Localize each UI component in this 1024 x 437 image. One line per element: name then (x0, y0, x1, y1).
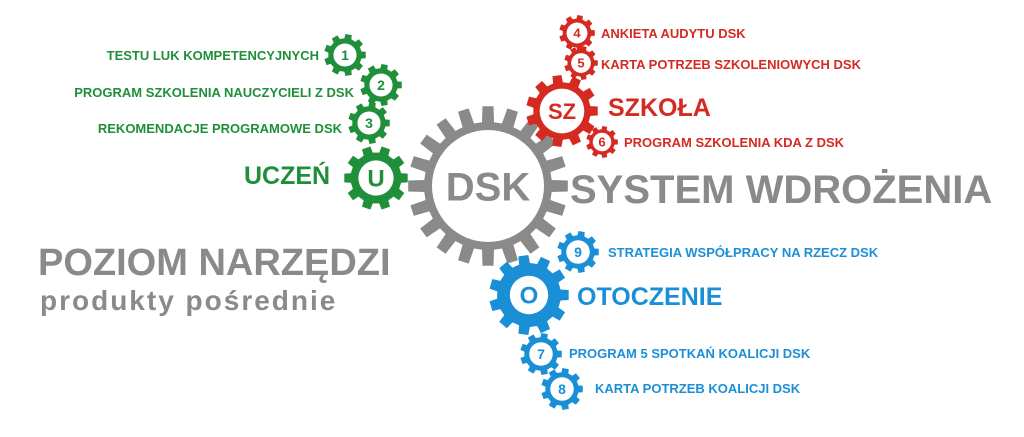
uczen-gear-3: 3 (348, 102, 390, 144)
szkola-gear-4: 4 (559, 15, 595, 51)
otoczenie-gear-9-label: 9 (574, 244, 582, 260)
otoczenie-label: OTOCZENIE (577, 283, 723, 311)
level-subtitle: produkty pośrednie (40, 285, 338, 316)
center-gear: DSK (408, 106, 568, 266)
szkola-item-4: ANKIETA AUDYTU DSK (601, 26, 746, 41)
szkola-gear-4-label: 4 (573, 26, 581, 41)
uczen-item-3: REKOMENDACJE PROGRAMOWE DSK (97, 121, 342, 136)
center-gear-label: DSK (446, 165, 531, 209)
szkola-gear-5: 5 (564, 46, 598, 80)
szkola-label: SZKOŁA (608, 94, 711, 122)
uczen-item-1: TESTU LUK KOMPETENCYJNYCH (106, 48, 319, 63)
otoczenie-gear-7: 7 (520, 333, 562, 375)
szkola-gear-5-label: 5 (577, 56, 584, 71)
otoczenie-gear: O (489, 255, 569, 335)
szkola-item-5: KARTA POTRZEB SZKOLENIOWYCH DSK (601, 57, 861, 72)
uczen-gear-2: 2 (360, 64, 402, 106)
szkola-gear-6: 6 (586, 126, 618, 158)
otoczenie-gear-label: O (520, 283, 539, 310)
uczen-gear-3-label: 3 (365, 115, 373, 131)
uczen-gear: U (344, 146, 408, 210)
otoczenie-gear-8: 8 (541, 368, 583, 410)
uczen-gear-label: U (367, 166, 384, 193)
otoczenie-item-9: STRATEGIA WSPÓŁPRACY NA RZECZ DSK (608, 245, 879, 260)
uczen-item-2: PROGRAM SZKOLENIA NAUCZYCIELI Z DSK (74, 85, 354, 100)
uczen-gear-2-label: 2 (377, 77, 385, 93)
uczen-gear-1-label: 1 (341, 47, 349, 63)
otoczenie-item-7: PROGRAM 5 SPOTKAŃ KOALICJI DSK (569, 346, 811, 361)
szkola-item-6: PROGRAM SZKOLENIA KDA Z DSK (624, 135, 845, 150)
szkola-gear-6-label: 6 (598, 135, 605, 150)
szkola-gear: SZ (526, 75, 598, 147)
level-title: POZIOM NARZĘDZI (38, 242, 391, 284)
uczen-label: UCZEŃ (244, 162, 331, 190)
otoczenie-gear-7-label: 7 (537, 346, 545, 362)
otoczenie-gear-9: 9 (557, 231, 599, 273)
otoczenie-item-8: KARTA POTRZEB KOALICJI DSK (595, 381, 801, 396)
otoczenie-gear-8-label: 8 (558, 381, 566, 397)
uczen-gear-1: 1 (324, 34, 366, 76)
szkola-gear-label: SZ (548, 99, 576, 124)
center-caption: SYSTEM WDROŻENIA (570, 168, 993, 212)
